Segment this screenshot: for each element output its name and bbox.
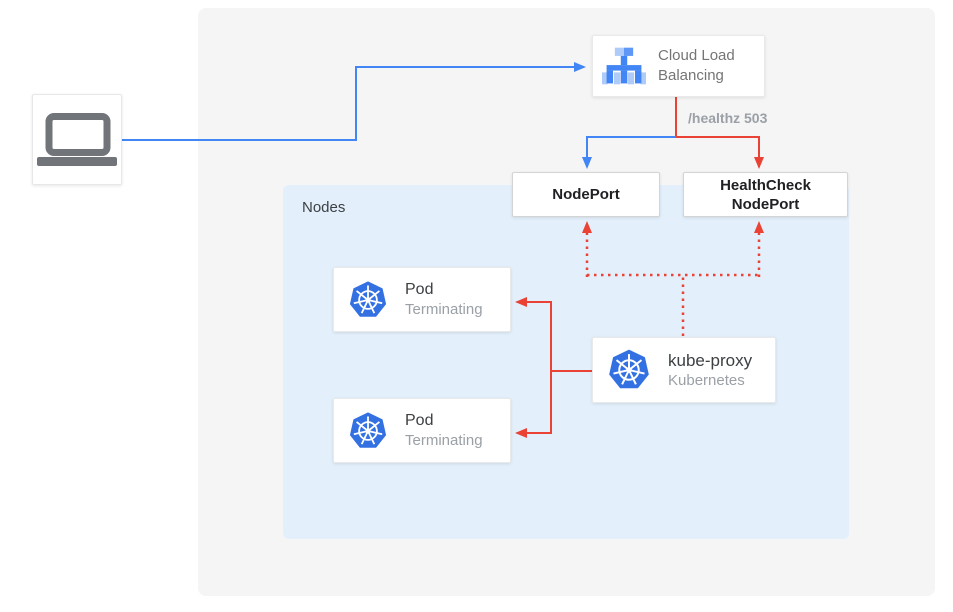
healthcheck-nodeport-card: HealthCheck NodePort — [683, 172, 848, 217]
pod-status: Terminating — [405, 301, 483, 318]
healthcheck-nodeport-label: HealthCheck NodePort — [720, 176, 811, 213]
client-card — [32, 94, 122, 185]
healthz-503-label: /healthz 503 — [688, 110, 768, 126]
load-balancer-icon — [602, 47, 646, 85]
kubernetes-icon — [349, 411, 387, 448]
nodes-label: Nodes — [302, 199, 346, 216]
nodeport-card: NodePort — [512, 172, 660, 217]
laptop-icon — [37, 112, 117, 166]
nodeport-label: NodePort — [552, 186, 620, 203]
pod-title: Pod — [405, 412, 434, 429]
pod-card: Pod Terminating — [333, 398, 511, 463]
pod-title: Pod — [405, 281, 434, 298]
kubernetes-icon — [349, 280, 387, 317]
kube-proxy-title: kube-proxy — [668, 350, 753, 370]
cloud-load-balancing-card: Cloud Load Balancing — [592, 35, 765, 97]
kubernetes-icon — [609, 349, 649, 389]
pod-status: Terminating — [405, 432, 483, 449]
kube-proxy-card: kube-proxy Kubernetes — [592, 337, 776, 403]
kube-proxy-subtitle: Kubernetes — [668, 371, 745, 389]
pod-card: Pod Terminating — [333, 267, 511, 332]
cloud-load-balancing-label: Cloud Load Balancing — [658, 47, 735, 84]
